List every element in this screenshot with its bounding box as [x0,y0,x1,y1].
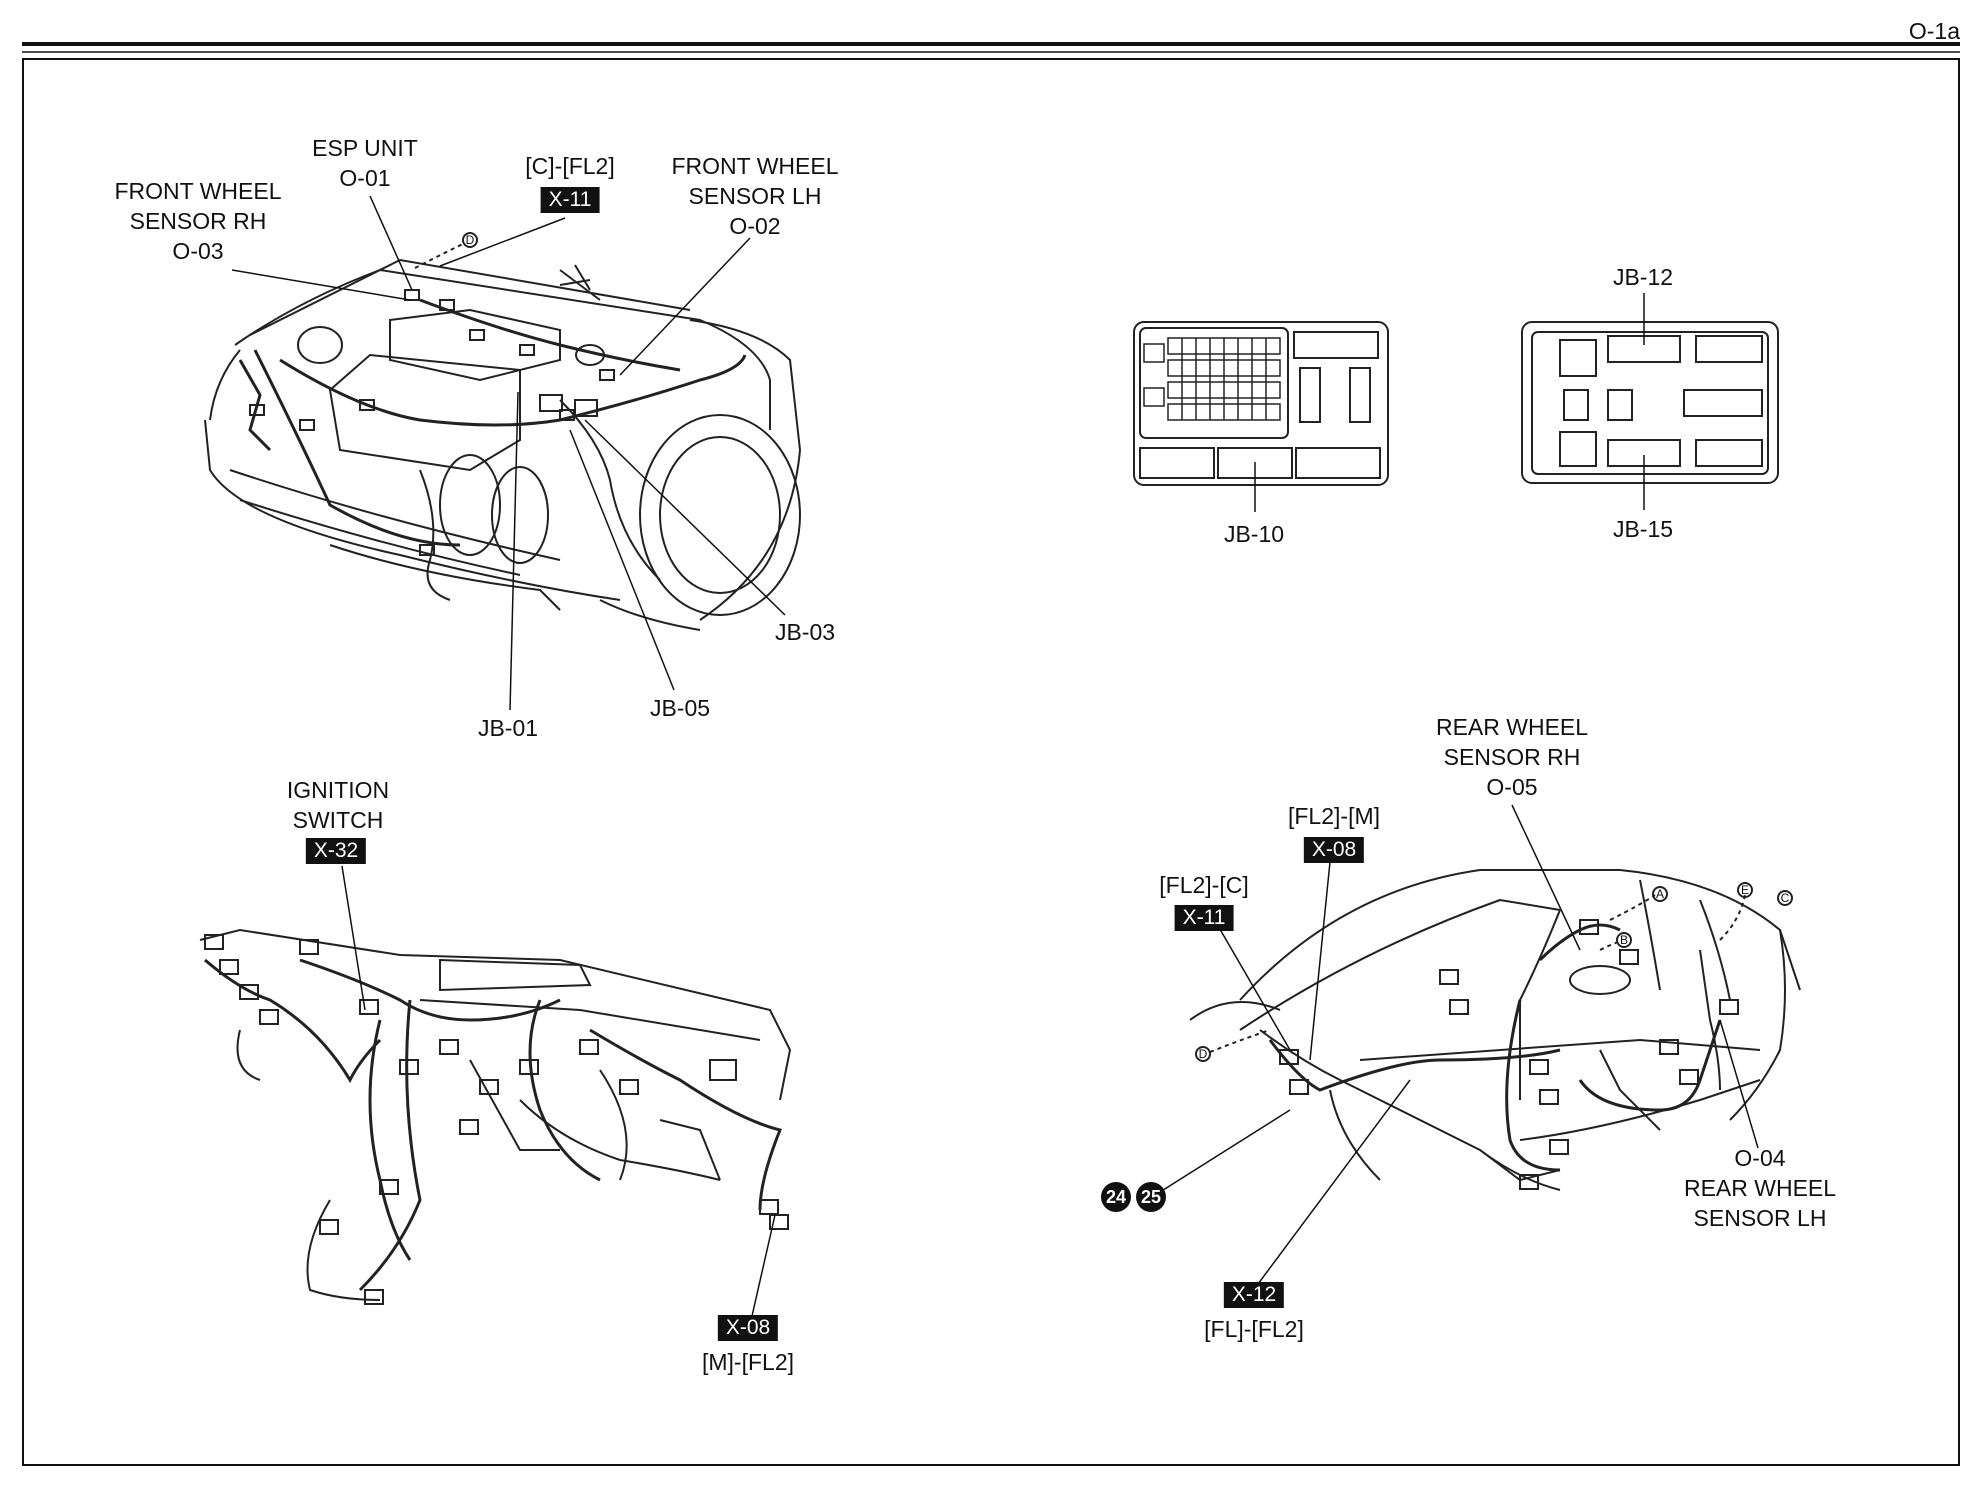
label-jb12: JB-12 [1612,264,1674,290]
engine-bay-illustration [204,232,802,631]
label-jb03: JB-03 [774,619,836,645]
leader-x08-rear [1309,861,1331,1061]
junction-box-jb12-jb15 [1521,321,1779,484]
marker-d-front: D [465,233,475,247]
leader-rear-wheel-rh [1511,804,1581,951]
tag-x32: X-32 [305,838,367,864]
leader-x11-rear [1209,911,1291,1051]
marker-d-rear: D [1198,1047,1208,1061]
label-connector-c-fl2: [C]-[FL2] [525,153,615,179]
ground-point-24: 24 [1101,1182,1131,1212]
leader-jb03 [584,419,786,616]
ground-point-25: 25 [1136,1182,1166,1212]
dashboard-illustration [199,928,792,1305]
label-fl-fl2: [FL]-[FL2] [1204,1316,1304,1342]
label-jb05: JB-05 [649,695,711,721]
label-fl2-m: [FL2]-[M] [1287,803,1381,829]
tag-x08-rear: X-08 [1303,837,1365,863]
label-jb01: JB-01 [477,715,539,741]
marker-b: B [1619,933,1629,947]
label-ignition-switch: IGNITION SWITCH [286,777,390,833]
diagram-frame [22,58,1960,1466]
marker-c: C [1780,891,1790,905]
tag-x11-rear: X-11 [1174,905,1234,931]
dashboard-leaders [341,865,776,1317]
label-esp-unit: ESP UNIT O-01 [312,135,418,191]
label-rear-wheel-rh: REAR WHEEL SENSOR RH O-05 [1435,714,1589,800]
label-front-wheel-rh: FRONT WHEEL SENSOR RH O-03 [114,178,282,264]
page-number: O-1a [1908,18,1960,44]
leader-jb01 [509,391,519,711]
label-fl2-c: [FL2]-[C] [1159,872,1249,898]
marker-e: E [1740,883,1750,897]
label-m-fl2: [M]-[FL2] [701,1349,795,1375]
engine-bay-leaders [231,195,786,711]
leader-x08-bottom [751,1214,776,1317]
label-jb10: JB-10 [1223,521,1285,547]
leader-front-wheel-lh [619,237,751,376]
rear-body-illustration [1189,869,1801,1191]
leader-x11-top [439,217,566,267]
leader-jb05 [569,429,675,691]
junction-box-jb10 [1133,321,1389,486]
tag-x08-bottom: X-08 [717,1315,779,1341]
label-rear-wheel-lh: O-04 REAR WHEEL SENSOR LH [1683,1145,1837,1231]
leader-x12 [1254,1079,1411,1289]
leader-ignition [341,865,366,1011]
leader-ground [1159,1109,1291,1193]
label-front-wheel-lh: FRONT WHEEL SENSOR LH O-02 [671,153,839,239]
leader-esp-unit [369,195,413,291]
rear-body-leaders [1159,804,1759,1289]
leader-front-wheel-rh [231,269,411,301]
label-jb15: JB-15 [1612,516,1674,542]
tag-x12: X-12 [1223,1282,1285,1308]
marker-a: A [1655,887,1665,901]
tag-x11-top: X-11 [540,187,600,213]
leader-rear-wheel-lh [1719,1019,1759,1149]
